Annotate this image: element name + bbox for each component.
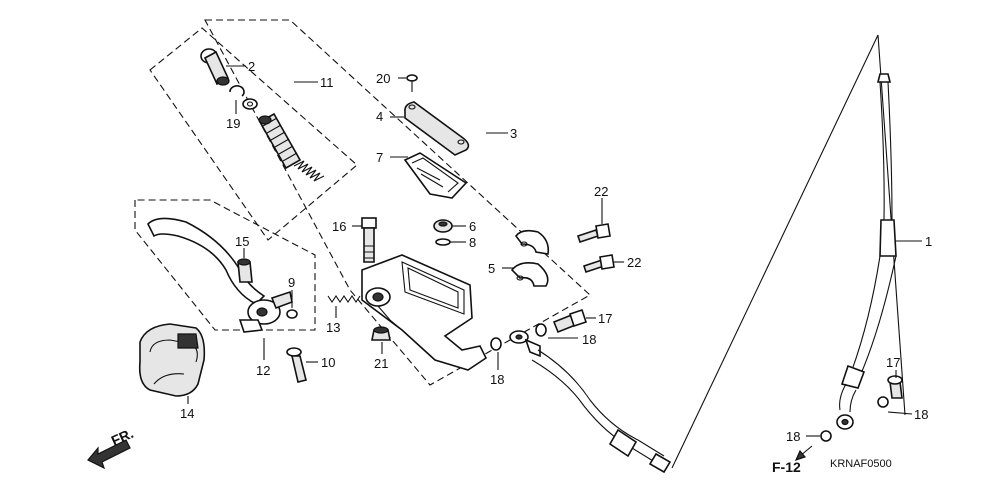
brake-lever <box>147 217 293 333</box>
part-17-bolt-lower <box>887 375 903 399</box>
part-18-washer-d <box>877 396 889 408</box>
part-2-piston-cap <box>200 48 230 86</box>
callout-18-lower-right: 18 <box>914 407 928 422</box>
callout-5: 5 <box>488 261 495 276</box>
callout-22-lower: 22 <box>627 255 641 270</box>
callout-17-upper: 17 <box>598 311 612 326</box>
part-18-washer-c <box>820 430 832 442</box>
callout-18-lower-left: 18 <box>786 429 800 444</box>
part-9-nut <box>286 309 298 319</box>
part-17-bolt-upper <box>552 308 588 334</box>
callout-11: 11 <box>320 75 334 90</box>
callout-8: 8 <box>469 235 476 250</box>
part-19-circlip <box>229 85 245 97</box>
part-10-bolt <box>286 347 307 383</box>
part-22-bolt-upper <box>576 223 611 244</box>
callout-22-upper: 22 <box>594 184 608 199</box>
callout-6: 6 <box>469 219 476 234</box>
callout-18-upper-left: 18 <box>490 372 504 387</box>
group-outline-3 <box>204 19 591 386</box>
part-7-diaphragm <box>403 152 468 199</box>
callout-7: 7 <box>376 150 383 165</box>
callout-10: 10 <box>321 355 335 370</box>
part-20-screw <box>406 74 418 92</box>
part-1-brake-hose <box>836 73 897 430</box>
part-21-cap <box>371 326 391 341</box>
callout-15: 15 <box>235 234 249 249</box>
group-outline-12 <box>134 199 316 331</box>
spring <box>293 160 325 182</box>
part-16-pivot-bolt <box>361 217 377 263</box>
callout-16: 16 <box>332 219 346 234</box>
part-22-bolt-lower <box>582 254 615 274</box>
part-18-washer-b <box>535 323 547 337</box>
callout-3: 3 <box>510 126 517 141</box>
callout-2: 2 <box>248 59 255 74</box>
brake-hose-upper <box>509 330 672 474</box>
part-6-float <box>433 219 453 233</box>
diagram-code: KRNAF0500 <box>830 458 892 470</box>
master-cylinder-body <box>361 254 488 371</box>
part-5-holder <box>510 229 550 287</box>
part-18-washer-a <box>490 337 502 351</box>
callout-12: 12 <box>256 363 270 378</box>
piston <box>258 112 302 170</box>
callout-18-upper-right: 18 <box>582 332 596 347</box>
part-15-adjuster <box>237 258 253 283</box>
part-4-reservoir-cap <box>404 101 470 156</box>
callout-17-lower: 17 <box>886 355 900 370</box>
callout-21: 21 <box>374 356 388 371</box>
hose-guide-line <box>671 34 879 469</box>
callout-9: 9 <box>288 275 295 290</box>
callout-19: 19 <box>226 116 240 131</box>
callout-1: 1 <box>925 234 932 249</box>
washer <box>242 98 258 110</box>
callout-4: 4 <box>376 109 383 124</box>
part-13-spring <box>327 295 361 303</box>
part-8-o-ring <box>435 238 451 246</box>
front-direction-arrow <box>87 439 131 470</box>
part-14-switch-housing <box>138 323 206 397</box>
leader-lines <box>187 65 922 437</box>
group-outline-11 <box>149 27 358 241</box>
callout-13: 13 <box>326 320 340 335</box>
ref-label: F-12 <box>772 459 801 475</box>
callout-20: 20 <box>376 71 390 86</box>
callout-14: 14 <box>180 406 194 421</box>
ref-arrow-icon <box>794 445 813 461</box>
front-label: FR. <box>109 425 136 449</box>
